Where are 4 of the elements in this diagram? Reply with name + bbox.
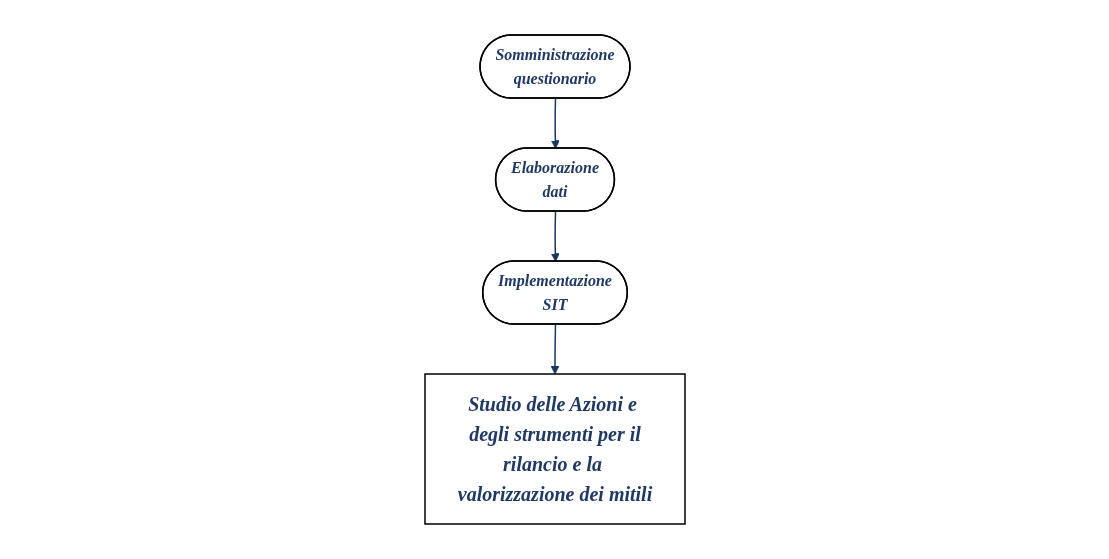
arrow bbox=[550, 323, 559, 375]
node-box: Studio delle Azioni e degli strumenti per il rilancio e la valorizzazione dei mitili bbox=[423, 373, 686, 525]
arrow bbox=[550, 97, 560, 149]
arrow bbox=[550, 210, 560, 262]
